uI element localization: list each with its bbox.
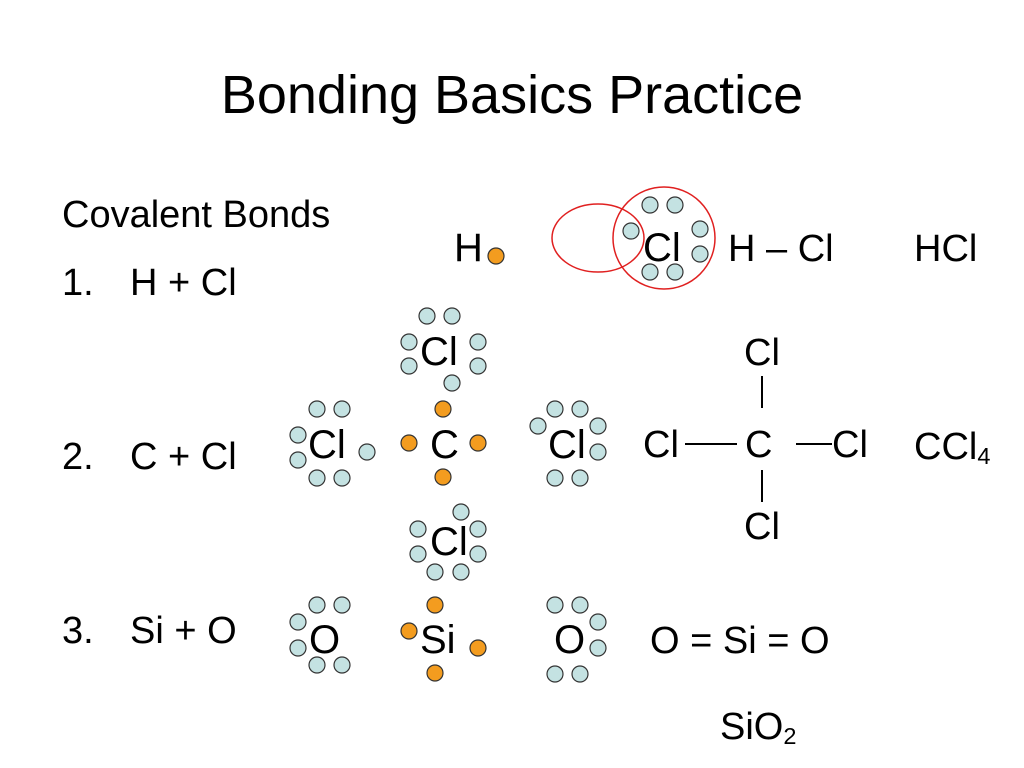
sio2-molecular-formula: SiO2: [720, 708, 796, 749]
valence-electron-dot: [426, 664, 444, 682]
valence-electron-dot: [400, 434, 418, 452]
ccl4-struct-bottom-cl: Cl: [744, 506, 780, 548]
lone-pair-electron-dot: [333, 596, 351, 614]
problem-2-number: 2.: [62, 436, 94, 478]
lone-pair-electron-dot: [589, 417, 607, 435]
ccl4-struct-right-cl: Cl: [832, 424, 868, 466]
lone-pair-electron-dot: [589, 613, 607, 631]
cl-orbital-circle: [612, 186, 716, 290]
problem-2-reaction: C + Cl: [130, 436, 237, 478]
lone-pair-electron-dot: [289, 639, 307, 657]
lone-pair-electron-dot: [333, 400, 351, 418]
lone-pair-electron-dot: [666, 263, 684, 281]
ccl4-right-cl-atom: Cl: [548, 423, 586, 467]
ccl4-formula-subscript: 4: [977, 443, 991, 470]
lone-pair-electron-dot: [546, 596, 564, 614]
valence-electron-dot: [434, 468, 452, 486]
lone-pair-electron-dot: [529, 417, 547, 435]
lone-pair-electron-dot: [409, 545, 427, 563]
lone-pair-electron-dot: [546, 400, 564, 418]
ccl4-molecular-formula: CCl4: [914, 428, 990, 469]
ccl4-struct-carbon: C: [745, 424, 773, 466]
lone-pair-electron-dot: [666, 196, 684, 214]
valence-electron-dot: [400, 622, 418, 640]
sio2-formula-subscript: 2: [783, 723, 797, 750]
h-orbital-circle: [551, 203, 645, 273]
lone-pair-electron-dot: [289, 451, 307, 469]
lone-pair-electron-dot: [308, 400, 326, 418]
hcl-cl-atom: Cl: [643, 226, 681, 270]
ccl4-struct-left-cl: Cl: [643, 424, 679, 466]
ccl4-left-cl-atom: Cl: [308, 423, 346, 467]
problem-3-number: 3.: [62, 610, 94, 652]
lone-pair-electron-dot: [469, 545, 487, 563]
ccl4-bottom-cl-atom: Cl: [430, 520, 468, 564]
lone-pair-electron-dot: [546, 469, 564, 487]
lone-pair-electron-dot: [358, 443, 376, 461]
lone-pair-electron-dot: [443, 374, 461, 392]
sio2-right-o-atom: O: [554, 618, 586, 662]
ccl4-carbon-atom: C: [430, 423, 459, 467]
lone-pair-electron-dot: [333, 656, 351, 674]
problem-3-reaction: Si + O: [130, 610, 237, 652]
lone-pair-electron-dot: [443, 307, 461, 325]
slide-title: Bonding Basics Practice: [220, 65, 804, 125]
lone-pair-electron-dot: [426, 563, 444, 581]
lone-pair-electron-dot: [289, 613, 307, 631]
lone-pair-electron-dot: [400, 333, 418, 351]
lone-pair-electron-dot: [308, 656, 326, 674]
section-heading: Covalent Bonds: [62, 194, 331, 236]
lone-pair-electron-dot: [571, 665, 589, 683]
lone-pair-electron-dot: [308, 469, 326, 487]
lone-pair-electron-dot: [333, 469, 351, 487]
lone-pair-electron-dot: [641, 196, 659, 214]
lone-pair-electron-dot: [400, 357, 418, 375]
lone-pair-electron-dot: [571, 400, 589, 418]
lone-pair-electron-dot: [546, 665, 564, 683]
valence-electron-dot: [426, 596, 444, 614]
ccl4-formula-main: CCl: [914, 426, 978, 468]
lone-pair-electron-dot: [418, 307, 436, 325]
sio2-formula-main: SiO: [720, 706, 784, 748]
problem-1-number: 1.: [62, 262, 94, 304]
valence-electron-dot: [469, 434, 487, 452]
lone-pair-electron-dot: [452, 503, 470, 521]
lone-pair-electron-dot: [452, 563, 470, 581]
valence-electron-dot: [487, 247, 505, 265]
lone-pair-electron-dot: [691, 245, 709, 263]
lone-pair-electron-dot: [589, 639, 607, 657]
lone-pair-electron-dot: [289, 426, 307, 444]
lone-pair-electron-dot: [308, 596, 326, 614]
sio2-structural-formula: O = Si = O: [650, 620, 830, 662]
lone-pair-electron-dot: [589, 443, 607, 461]
lone-pair-electron-dot: [409, 520, 427, 538]
lone-pair-electron-dot: [571, 596, 589, 614]
lone-pair-electron-dot: [691, 220, 709, 238]
sio2-left-o-atom: O: [309, 618, 341, 662]
lone-pair-electron-dot: [469, 520, 487, 538]
hcl-molecular-formula: HCl: [914, 228, 978, 270]
problem-1-reaction: H + Cl: [130, 262, 237, 304]
ccl4-struct-top-cl: Cl: [744, 332, 780, 374]
valence-electron-dot: [434, 400, 452, 418]
lone-pair-electron-dot: [469, 357, 487, 375]
ccl4-top-cl-atom: Cl: [420, 330, 458, 374]
lone-pair-electron-dot: [622, 222, 640, 240]
valence-electron-dot: [469, 639, 487, 657]
lone-pair-electron-dot: [469, 333, 487, 351]
hcl-h-atom: H: [454, 226, 483, 270]
sio2-silicon-atom: Si: [420, 618, 456, 662]
lone-pair-electron-dot: [571, 469, 589, 487]
lone-pair-electron-dot: [641, 263, 659, 281]
hcl-structural-formula: H – Cl: [728, 228, 834, 270]
